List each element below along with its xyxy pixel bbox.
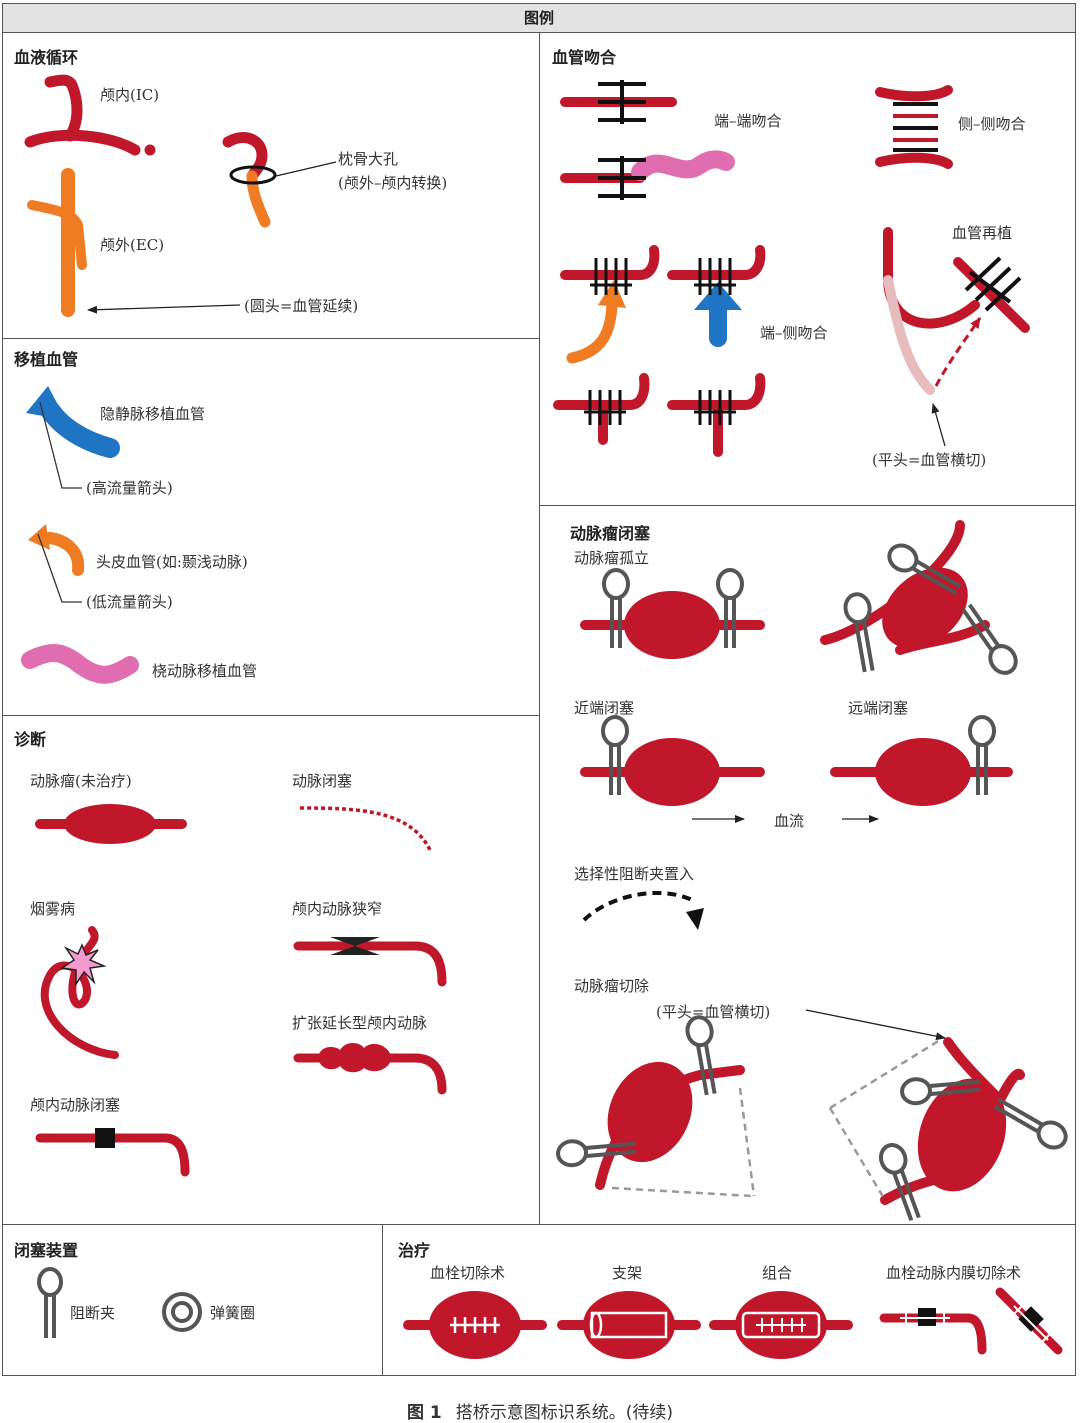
end-side-blue-icon: [667, 245, 766, 347]
high-flow-pointer: [39, 401, 82, 489]
stent-label: 支架: [612, 1264, 643, 1282]
end-side-red-left-icon: [553, 373, 650, 445]
foramen-sub-label: (颅外–颅内转换): [338, 174, 448, 192]
foramen-pointer: [275, 161, 337, 177]
stent-icon: [557, 1291, 701, 1359]
flat-head-pointer: [931, 403, 946, 447]
coil-icon: [162, 1292, 202, 1332]
clip-label: 阻断夹: [70, 1304, 116, 1322]
round-head-label: (圆头=血管延续): [244, 297, 359, 315]
ec-label: 颅外(EC): [100, 236, 165, 254]
low-flow-label: (低流量箭头): [86, 593, 173, 611]
thrombectomy-icon: [403, 1291, 547, 1359]
occlusion-label: 动脉闭塞: [292, 772, 353, 790]
foramen-icon: [222, 132, 277, 228]
selective-clip-arrow-icon: [582, 890, 704, 930]
saphenous-graft-arrow-icon: [26, 386, 120, 458]
ic-label: 颅内(IC): [100, 86, 160, 104]
proximal-occlusion-icon: [580, 715, 765, 806]
side-side-label: 侧–侧吻合: [958, 115, 1026, 133]
excision-left-icon: [555, 1013, 756, 1198]
ic-occlusion-label: 颅内动脉闭塞: [30, 1096, 121, 1114]
moyamoya-label: 烟雾病: [30, 900, 76, 918]
round-head-pointer: [87, 304, 241, 314]
flat-head-label: (平头=血管横切): [872, 451, 987, 469]
dolicho-label: 扩张延长型颅内动脉: [292, 1014, 428, 1032]
flow-label: 血流: [774, 812, 805, 830]
ic-vessel-icon: [24, 74, 141, 156]
aneurysm-occlusion-title: 动脉瘤闭塞: [570, 524, 651, 543]
legend-title: 图例: [523, 9, 554, 27]
end-side-red-right-icon: [667, 373, 766, 457]
aneurysm-untreated-label: 动脉瘤(未治疗): [30, 772, 132, 790]
ic-occlusion-icon: [35, 1128, 190, 1177]
figure-number: 图 1: [406, 1403, 442, 1423]
moyamoya-icon: [40, 926, 119, 1059]
treatment-title: 治疗: [398, 1241, 431, 1260]
excision-right-icon: [828, 1037, 1073, 1226]
scalp-vessel-arrow-icon: [28, 524, 85, 576]
end-end-label: 端–端吻合: [714, 112, 782, 130]
distal-label: 远端闭塞: [848, 699, 909, 717]
grafts-title: 移植血管: [14, 350, 79, 369]
excision-pointer: [805, 1009, 946, 1041]
ec-vessel-icon: [27, 144, 156, 317]
end-side-label: 端–侧吻合: [760, 324, 828, 342]
occlusion-icon: [299, 806, 432, 851]
isolation-icon: [580, 568, 765, 659]
figure-caption-text: 搭桥示意图标识系统。(待续): [455, 1403, 673, 1423]
stenosis-label: 颅内动脉狭窄: [292, 900, 383, 918]
selective-clip-label: 选择性阻断夹置入: [574, 865, 695, 883]
proximal-label: 近端闭塞: [574, 699, 635, 717]
end-end-anastomosis-icon: [560, 80, 677, 124]
isolation-tilted-icon: [820, 520, 1023, 680]
devices-title: 闭塞装置: [14, 1241, 79, 1260]
figure-caption: 图 1 搭桥示意图标识系统。(待续): [0, 1398, 1080, 1423]
anastomosis-title: 血管吻合: [552, 48, 617, 67]
end-end-radial-anastomosis-icon: [560, 150, 735, 200]
circulation-title: 血液循环: [14, 48, 79, 67]
excision-sub-label: (平头=血管横切): [656, 1003, 771, 1021]
low-flow-pointer: [37, 533, 82, 603]
distal-occlusion-icon: [830, 715, 1013, 806]
saphenous-label: 隐静脉移植血管: [100, 405, 206, 423]
side-side-anastomosis-icon: [875, 85, 953, 169]
reimplant-icon: [883, 227, 1030, 395]
excision-label: 动脉瘤切除: [574, 977, 650, 995]
diagnosis-title: 诊断: [14, 730, 47, 749]
clip-icon: [37, 1267, 63, 1338]
endarterectomy-label: 血栓动脉内膜切除术: [886, 1264, 1022, 1282]
foramen-label: 枕骨大孔: [338, 150, 399, 168]
end-side-orange-icon: [560, 245, 660, 364]
panel-treatment: [382, 1224, 1076, 1376]
thrombectomy-label: 血栓切除术: [430, 1264, 506, 1282]
coil-label: 弹簧圈: [210, 1304, 256, 1322]
reimplant-label: 血管再植: [952, 224, 1013, 242]
scalp-label: 头皮血管(如:颞浅动脉): [96, 553, 248, 571]
endarterectomy-icon: [879, 1287, 1063, 1355]
high-flow-label: (高流量箭头): [86, 479, 173, 497]
dolichoectatic-icon: [293, 1043, 447, 1095]
combined-icon: [709, 1291, 853, 1359]
radial-label: 桡动脉移植血管: [152, 662, 258, 680]
radial-graft-icon: [21, 644, 139, 684]
isolation-label: 动脉瘤孤立: [574, 549, 650, 567]
aneurysm-untreated-icon: [35, 804, 187, 844]
combined-label: 组合: [762, 1264, 793, 1282]
stenosis-icon: [293, 937, 447, 987]
